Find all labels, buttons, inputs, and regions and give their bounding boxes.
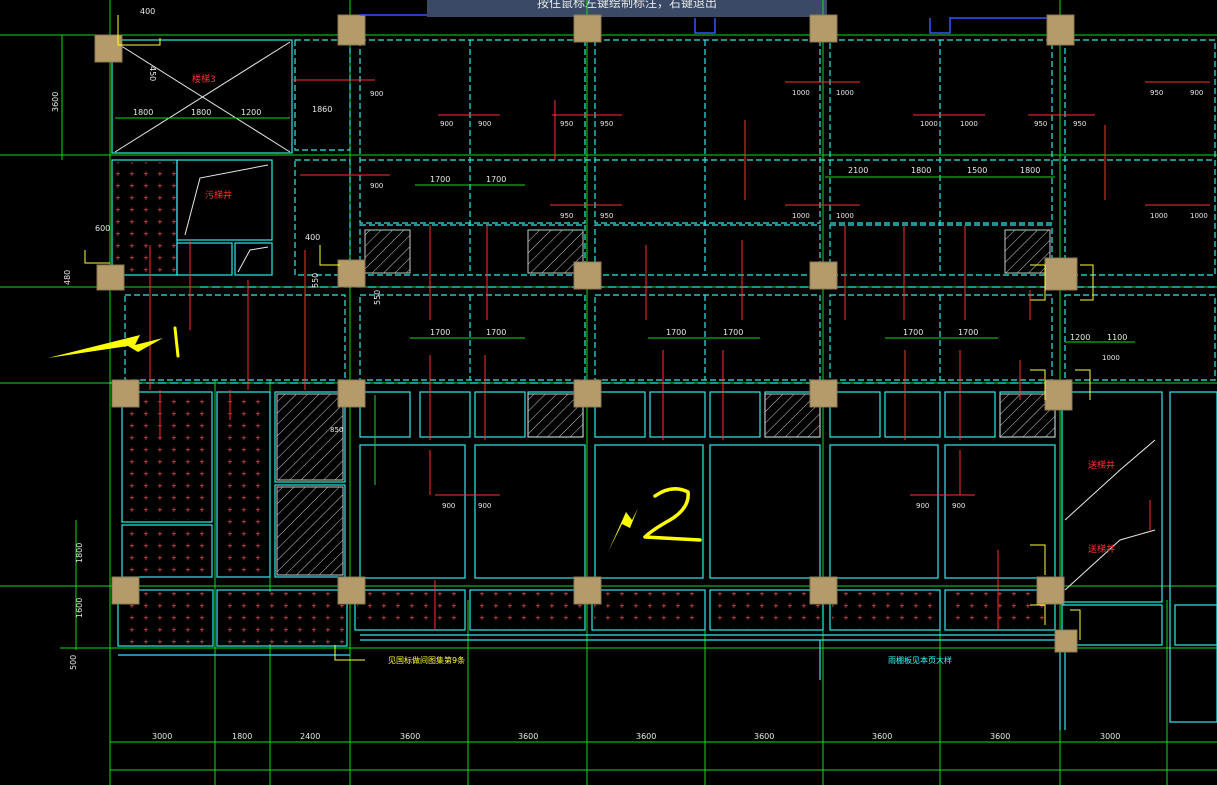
rebar-label-1000-i: 1000 [1102, 354, 1120, 362]
marker-2-label: 2 [0, 0, 1, 1]
left-dim-480: 480 [63, 270, 72, 285]
span2-1700-d: 1700 [723, 328, 743, 337]
column-dim-brackets [84, 15, 1094, 661]
bottom-dim-3600-a: 3600 [400, 732, 420, 741]
bottom-dim-3600-f: 3600 [990, 732, 1010, 741]
dim-1200: 1200 [241, 108, 261, 117]
rebar-label-900-d: 900 [1190, 89, 1203, 97]
beam-solid-lines [111, 39, 1217, 730]
left-dim-1800: 1800 [75, 543, 84, 563]
note-standard-atlas: 见国标做间图集第9条 [388, 655, 465, 665]
dim-550-b: 550 [311, 273, 320, 288]
rebar-label-900-b: 900 [440, 120, 453, 128]
rebar-label-950-e: 950 [1150, 89, 1163, 97]
rebar-label-1000-b: 1000 [836, 89, 854, 97]
left-dim-500: 500 [69, 655, 78, 670]
span-1700-a: 1700 [430, 175, 450, 184]
span-1800-b: 1800 [1020, 166, 1040, 175]
rebar-label-900-e: 900 [370, 182, 383, 190]
dim-450: 450 [148, 66, 157, 81]
left-dim-1600: 1600 [75, 598, 84, 618]
span-2100: 2100 [848, 166, 868, 175]
rebar-label-850-a: 850 [330, 426, 343, 434]
dim-1860: 1860 [312, 105, 332, 114]
rebar-label-900-a: 900 [370, 90, 383, 98]
rebar-label-950-g: 950 [600, 212, 613, 220]
room-label-shaft: 污梯井 [205, 189, 232, 201]
rebar-label-950-f: 950 [560, 212, 573, 220]
dim-top-400: 400 [140, 7, 155, 16]
rebar-label-950-a: 950 [560, 120, 573, 128]
span2-1700-b: 1700 [486, 328, 506, 337]
room-label-elevator-a: 送梯井 [1088, 459, 1115, 471]
bottom-dim-3600-c: 3600 [636, 732, 656, 741]
rebar-label-1000-a: 1000 [792, 89, 810, 97]
room-label-elevator-b: 送梯井 [1088, 543, 1115, 555]
room-labels: 楼梯3 污梯井 送梯井 送梯井 [192, 73, 1115, 555]
dim-550-a: 550 [373, 290, 382, 305]
columns [94, 14, 1078, 653]
bottom-dim-3000-a: 3000 [152, 732, 172, 741]
stair-and-shafts [114, 41, 1156, 591]
dim-400-b: 400 [305, 233, 320, 242]
beam-lines [110, 39, 1216, 384]
top-edge-lines [360, 14, 1047, 34]
rebar-lines [149, 79, 1210, 630]
dimension-lines [115, 117, 1135, 485]
rebar-label-1000-e: 1000 [792, 212, 810, 220]
bottom-dim-3600-d: 3600 [754, 732, 774, 741]
rebar-label-900-g: 900 [478, 502, 491, 510]
rebar-label-950-d: 950 [1073, 120, 1086, 128]
marker-1-label: 1 [0, 0, 1, 1]
bottom-dim-3600-e: 3600 [872, 732, 892, 741]
slab-fill-areas [114, 162, 1053, 644]
hatched-openings [276, 229, 1056, 576]
span2-1700-c: 1700 [666, 328, 686, 337]
span2-1700-f: 1700 [958, 328, 978, 337]
dim-1800-a: 1800 [133, 108, 153, 117]
rebar-label-950-b: 950 [600, 120, 613, 128]
rebar-label-950-c: 950 [1034, 120, 1047, 128]
span-1700-b: 1700 [486, 175, 506, 184]
span2-1200: 1200 [1070, 333, 1090, 342]
note-canopy-detail: 雨棚板见本页大样 [888, 655, 952, 665]
rebar-label-900-h: 900 [916, 502, 929, 510]
dim-1800-b: 1800 [191, 108, 211, 117]
bottom-dim-2400: 2400 [300, 732, 320, 741]
dim-600: 600 [95, 224, 110, 233]
marker-2: 2 [0, 0, 702, 552]
rebar-label-1000-f: 1000 [836, 212, 854, 220]
command-prompt-text: 按住鼠标左键绘制标注，右键退出 [536, 0, 717, 10]
span2-1700-a: 1700 [430, 328, 450, 337]
span-1800-a: 1800 [911, 166, 931, 175]
rebar-label-900-i: 900 [952, 502, 965, 510]
rebar-label-1000-h: 1000 [1190, 212, 1208, 220]
bottom-dim-3600-b: 3600 [518, 732, 538, 741]
dimension-labels: 400 450 1800 1800 1200 1860 600 400 550 … [51, 7, 1127, 741]
span2-1100: 1100 [1107, 333, 1127, 342]
rebar-label-900-c: 900 [478, 120, 491, 128]
drawing-notes: 见国标做间图集第9条 雨棚板见本页大样 [388, 655, 952, 665]
bottom-dim-1800: 1800 [232, 732, 252, 741]
rebar-label-900-f: 900 [442, 502, 455, 510]
bottom-dim-3000-b: 3000 [1100, 732, 1120, 741]
span2-1700-e: 1700 [903, 328, 923, 337]
left-dim-3600: 3600 [51, 92, 60, 112]
rebar-label-1000-c: 1000 [920, 120, 938, 128]
rebar-label-1000-d: 1000 [960, 120, 978, 128]
command-prompt-tooltip: 按住鼠标左键绘制标注，右键退出 [427, 0, 827, 17]
marker-1: 1 [0, 0, 180, 358]
rebar-length-labels: 900 900 900 950 950 1000 1000 1000 1000 … [330, 89, 1208, 510]
rebar-label-1000-g: 1000 [1150, 212, 1168, 220]
room-label-stair: 楼梯3 [192, 73, 216, 85]
span-1500: 1500 [967, 166, 987, 175]
